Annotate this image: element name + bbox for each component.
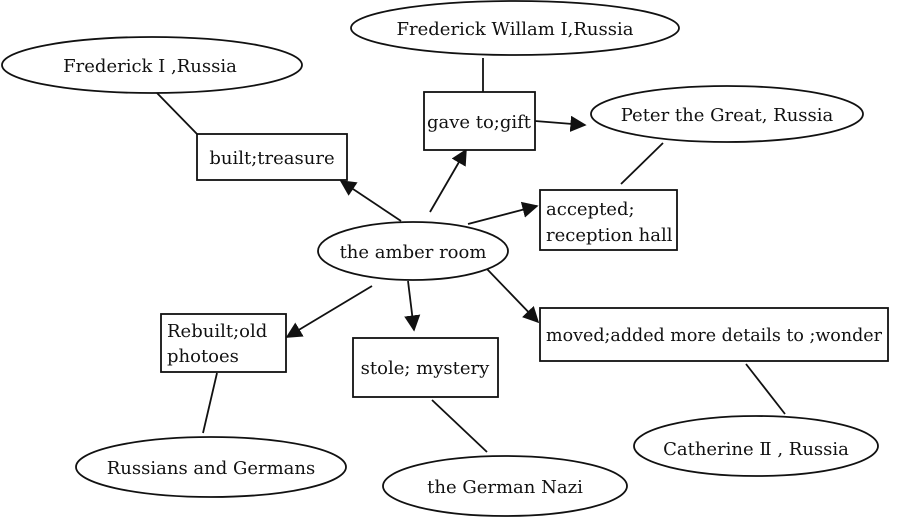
event-built-treasure: built;treasure	[196, 133, 348, 181]
event-gave-label: gave to;gift	[427, 112, 532, 133]
arrow-to-accepted	[467, 201, 539, 225]
person-russians-and-germans-label: Russians and Germans	[107, 458, 316, 479]
arrow-to-stole	[404, 280, 421, 332]
arrow-to-moved	[486, 268, 540, 324]
line-peter-to-accepted	[620, 142, 664, 185]
person-frederick-i: Frederick I ,Russia	[1, 36, 303, 94]
person-catherine-ii-label: Catherine Ⅱ , Russia	[663, 439, 849, 460]
line-rebuilt-to-russians	[202, 372, 218, 434]
event-stole-mystery: stole; mystery	[352, 337, 499, 398]
event-rebuilt-label-line1: Rebuilt;old	[167, 321, 267, 342]
event-rebuilt-label-line2: photoes	[167, 346, 239, 367]
center-label: the amber room	[340, 242, 487, 263]
person-catherine-ii: Catherine Ⅱ , Russia	[633, 415, 879, 477]
arrow-gave-to-peter	[534, 115, 587, 132]
center-node: the amber room	[317, 221, 509, 281]
person-peter-the-great: Peter the Great, Russia	[590, 85, 864, 143]
line-stole-to-nazi	[431, 399, 488, 453]
person-russians-and-germans: Russians and Germans	[75, 436, 347, 498]
arrow-to-built	[339, 180, 402, 222]
event-moved-wonder: moved;added more details to ;wonder	[539, 307, 889, 362]
event-moved-label: moved;added more details to ;wonder	[546, 325, 882, 346]
event-accepted-label-line1: accepted;	[546, 199, 635, 220]
event-accepted-label-line2: reception hall	[546, 225, 673, 246]
event-rebuilt-old-photoes: Rebuilt;old photoes	[160, 313, 287, 373]
event-stole-label: stole; mystery	[361, 358, 490, 379]
person-peter-the-great-label: Peter the Great, Russia	[621, 105, 834, 126]
event-built-label: built;treasure	[209, 148, 334, 169]
line-frederick-i-to-built	[156, 92, 198, 135]
line-moved-to-catherine	[745, 363, 786, 415]
event-accepted-reception-hall: accepted; reception hall	[539, 189, 678, 251]
arrow-to-rebuilt	[285, 285, 373, 338]
person-frederick-william-i-label: Frederick Willam I,Russia	[397, 19, 634, 40]
person-german-nazi-label: the German Nazi	[427, 477, 583, 498]
person-frederick-william-i: Frederick Willam I,Russia	[350, 0, 680, 56]
event-gave-gift: gave to;gift	[423, 91, 536, 151]
person-frederick-i-label: Frederick I ,Russia	[63, 56, 237, 77]
arrow-to-gave	[429, 148, 467, 213]
person-german-nazi: the German Nazi	[382, 455, 628, 517]
